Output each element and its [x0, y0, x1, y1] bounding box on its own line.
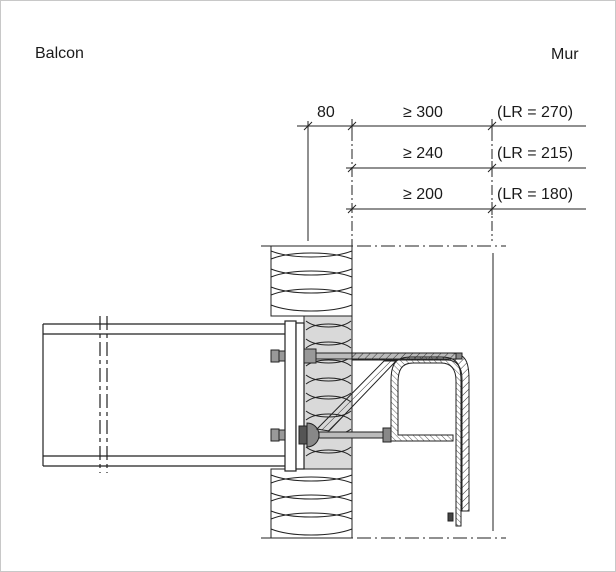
dimension-min-200: ≥ 200	[403, 186, 443, 203]
dimension-insulation-80: 80	[317, 104, 335, 121]
dimension-lr-270: (LR = 270)	[497, 104, 574, 121]
dimension-lr-180: (LR = 180)	[497, 186, 574, 203]
steel-beam	[42, 316, 289, 473]
dimension-min-300: ≥ 300	[403, 104, 443, 121]
dimension-min-240: ≥ 240	[403, 145, 443, 162]
wall-cut-lines	[261, 245, 506, 539]
u-hook	[390, 356, 462, 527]
dimension-lines	[297, 119, 586, 246]
wall-label: Mur	[551, 46, 579, 63]
dimension-lr-215: (LR = 215)	[497, 145, 574, 162]
balcony-label: Balcon	[35, 45, 84, 62]
end-plates	[284, 320, 305, 472]
